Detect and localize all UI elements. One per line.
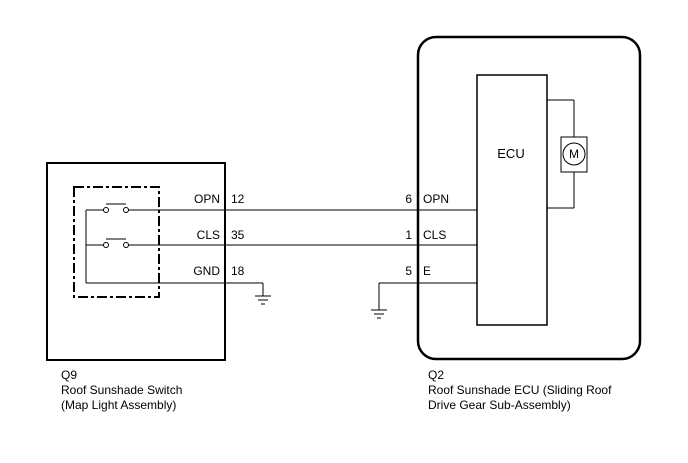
- switch-term-cls-label: CLS: [197, 228, 220, 242]
- ecu-term-opn-pin: 6: [405, 192, 412, 206]
- ecu-term-cls-label: CLS: [423, 228, 446, 242]
- switch-caption: Q9 Roof Sunshade Switch (Map Light Assem…: [61, 368, 182, 413]
- switch-box: [46, 162, 226, 361]
- switch-subname: (Map Light Assembly): [61, 398, 177, 412]
- ecu-label: ECU: [497, 146, 524, 161]
- switch-code: Q9: [61, 368, 78, 382]
- ecu-code: Q2: [428, 368, 445, 382]
- ecu-block: [476, 74, 548, 326]
- switch-assembly-outline: [73, 186, 160, 298]
- ecu-term-opn-label: OPN: [423, 192, 449, 206]
- switch-internal-wiring: [85, 203, 225, 284]
- ecu-name-line1: Roof Sunshade ECU (Sliding Roof: [428, 383, 612, 397]
- switch-term-gnd-label: GND: [193, 264, 220, 278]
- switch-name: Roof Sunshade Switch: [61, 383, 183, 397]
- switch-term-opn-pin: 12: [231, 192, 245, 206]
- harness-wires: [225, 209, 477, 310]
- switch-term-opn-label: OPN: [194, 192, 220, 206]
- ecu-term-e-pin: 5: [405, 264, 412, 278]
- ground-icon: [255, 295, 271, 305]
- ecu-name-line2: Drive Gear Sub-Assembly): [428, 398, 571, 412]
- ecu-caption: Q2 Roof Sunshade ECU (Sliding Roof Drive…: [428, 368, 611, 413]
- ground-icon: [371, 309, 387, 319]
- ecu-term-cls-pin: 1: [405, 228, 412, 242]
- motor-label: M: [569, 147, 579, 161]
- ecu-term-e-label: E: [423, 264, 431, 278]
- switch-term-cls-pin: 35: [231, 228, 245, 242]
- ecu-unit-box: [416, 35, 642, 361]
- motor-wiring: [547, 99, 575, 209]
- switch-term-gnd-pin: 18: [231, 264, 245, 278]
- switch-contacts: [103, 207, 129, 248]
- motor-icon: [562, 142, 586, 166]
